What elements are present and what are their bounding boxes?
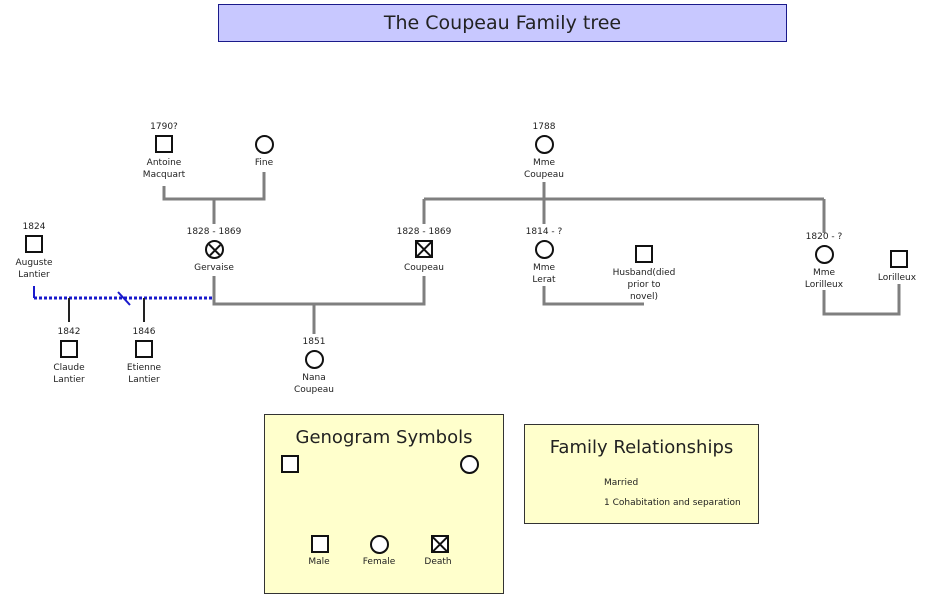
mme-lorilleux-name-line1: Mme: [812, 268, 836, 278]
coupeau-name: Coupeau: [404, 263, 444, 273]
nana-year: 1851: [302, 337, 326, 347]
claude-name: Claude Lantier: [53, 362, 85, 386]
married-line-lerat-husband: [542, 286, 644, 306]
legend-cohabitation-label: 1 Cohabitation and separation: [604, 498, 741, 508]
etienne-name: Etienne Lantier: [127, 362, 161, 386]
nana-name-line2: Coupeau: [294, 385, 334, 395]
mme-lerat-name-line2: Lerat: [532, 275, 556, 285]
legend-death-square: [431, 535, 449, 553]
antoine-year: 1790?: [150, 122, 178, 132]
mme-lorilleux-name: Mme Lorilleux: [805, 267, 843, 291]
genogram-symbols-legend: Genogram Symbols: [264, 414, 504, 594]
legend-married-label: Married: [604, 478, 639, 488]
fine-female-circle[interactable]: [255, 135, 274, 154]
legend-male-child-square: [311, 535, 329, 553]
legend-female-label: Female: [362, 557, 396, 567]
married-line-antoine-fine: [162, 172, 266, 224]
family-relationships-legend: Family Relationships: [524, 424, 759, 524]
antoine-name: Antoine Macquart: [143, 157, 185, 181]
auguste-male-square[interactable]: [25, 235, 43, 253]
married-line-lorilleux: [822, 284, 901, 316]
mme-coupeau-name: Mme Coupeau: [524, 157, 564, 181]
mme-coupeau-name-line1: Mme: [532, 158, 556, 168]
legend-male-label: Male: [308, 557, 330, 567]
auguste-name-line2: Lantier: [18, 270, 50, 280]
etienne-name-line1: Etienne: [126, 363, 162, 373]
coupeau-deceased-male-square[interactable]: [415, 240, 433, 258]
mme-lorilleux-name-line2: Lorilleux: [804, 280, 844, 290]
auguste-name-line1: Auguste: [15, 258, 53, 268]
nana-female-circle[interactable]: [305, 350, 324, 369]
claude-name-line1: Claude: [53, 363, 85, 373]
etienne-male-square[interactable]: [135, 340, 153, 358]
husband-male-square[interactable]: [635, 245, 653, 263]
nana-name: Nana Coupeau: [294, 372, 334, 396]
etienne-year: 1846: [132, 327, 156, 337]
husband-name-line1: Husband(died: [612, 268, 676, 278]
mme-lerat-female-circle[interactable]: [535, 240, 554, 259]
legend-female-child-circle: [370, 535, 389, 554]
nana-name-line1: Nana: [302, 373, 326, 383]
mme-coupeau-year: 1788: [532, 122, 556, 132]
antoine-name-line1: Antoine: [146, 158, 182, 168]
diagram-title: The Coupeau Family tree: [218, 4, 787, 42]
fine-name: Fine: [254, 158, 274, 168]
antoine-male-square[interactable]: [155, 135, 173, 153]
mme-lorilleux-female-circle[interactable]: [815, 245, 834, 264]
claude-name-line2: Lantier: [53, 375, 85, 385]
legend-female-circle: [460, 455, 479, 474]
legend-male-square: [281, 455, 299, 473]
antoine-name-line2: Macquart: [142, 170, 186, 180]
family-relationships-title: Family Relationships: [549, 437, 734, 458]
gervaise-name: Gervaise: [194, 263, 234, 273]
mme-lerat-name: Mme Lerat: [532, 262, 555, 286]
claude-male-square[interactable]: [60, 340, 78, 358]
legend-death-label: Death: [424, 557, 452, 567]
lorilleux-name: Lorilleux: [877, 273, 917, 283]
mme-lorilleux-year: 1820 - ?: [805, 232, 843, 242]
mme-coupeau-name-line2: Coupeau: [524, 170, 564, 180]
husband-name: Husband(died prior to novel): [613, 267, 676, 303]
mme-lerat-year: 1814 - ?: [525, 227, 563, 237]
auguste-year: 1824: [22, 222, 46, 232]
gervaise-year: 1828 - 1869: [186, 227, 242, 237]
cohabitation-line-auguste-gervaise: [33, 286, 214, 322]
sibling-line-coupeau-children: [422, 182, 826, 233]
lorilleux-male-square[interactable]: [890, 250, 908, 268]
husband-name-line3: novel): [629, 292, 659, 302]
etienne-name-line2: Lantier: [128, 375, 160, 385]
gervaise-deceased-female-circle[interactable]: [205, 240, 224, 259]
mme-coupeau-female-circle[interactable]: [535, 135, 554, 154]
married-line-gervaise-coupeau: [212, 276, 426, 334]
genogram-symbols-title: Genogram Symbols: [295, 427, 473, 448]
auguste-name: Auguste Lantier: [15, 257, 52, 281]
husband-name-line2: prior to: [627, 280, 661, 290]
mme-lerat-name-line1: Mme: [532, 263, 556, 273]
claude-year: 1842: [57, 327, 81, 337]
coupeau-year: 1828 - 1869: [396, 227, 452, 237]
